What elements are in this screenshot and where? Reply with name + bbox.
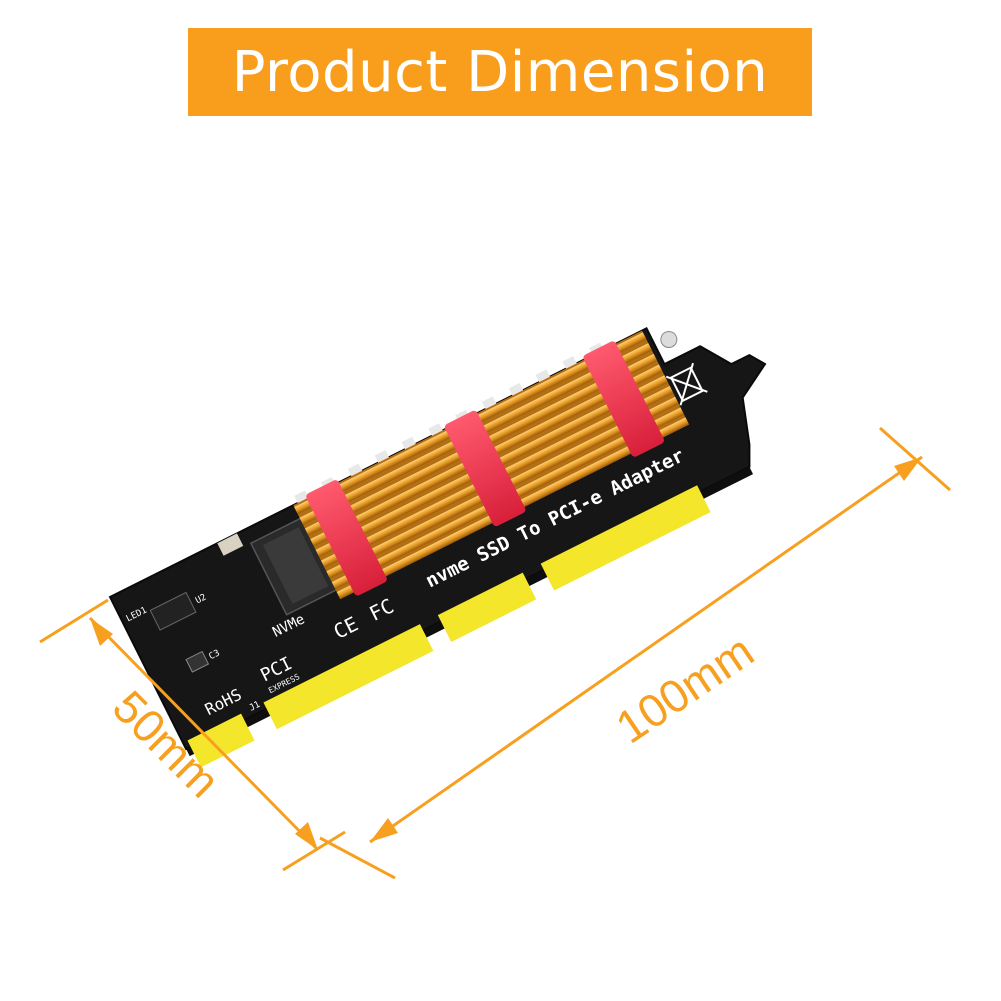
banner-title: Product Dimension (231, 39, 769, 105)
finger-segment-3 (437, 572, 537, 642)
pcb-board: nvme SSD To PCI-e Adapter CE FC RoHS PCI… (108, 327, 767, 768)
length-extension-right (879, 426, 951, 492)
rubber-band-1 (306, 480, 387, 596)
chip-c3 (185, 650, 210, 673)
length-extension-left (319, 836, 396, 880)
finger-segment-1 (187, 713, 255, 768)
weee-bin-icon (665, 362, 708, 406)
rubber-band-3 (583, 341, 664, 457)
heatsink (293, 330, 690, 600)
length-arrow-start (370, 818, 398, 842)
finger-segment-4 (540, 485, 711, 591)
width-extension-top (39, 598, 109, 644)
ref-c3: C3 (208, 648, 222, 662)
chip-u2 (149, 591, 197, 631)
m2-slot-pins (262, 527, 329, 605)
gold-fingers (187, 485, 711, 768)
width-arrow-end (295, 822, 318, 850)
finger-segment-2 (263, 624, 434, 730)
length-arrow-end (894, 457, 922, 481)
rubber-band-2 (444, 410, 526, 527)
ref-u2: U2 (194, 593, 208, 607)
width-dimension-line (88, 616, 320, 852)
length-dimension-line (369, 455, 923, 844)
mount-screw (660, 331, 678, 349)
width-arrow-start (90, 618, 113, 646)
width-extension-bottom (282, 830, 346, 872)
ref-j1: J1 (248, 700, 262, 714)
length-label: 100mm (607, 624, 763, 753)
button-switch (217, 533, 244, 556)
title-banner: Product Dimension (188, 28, 812, 116)
